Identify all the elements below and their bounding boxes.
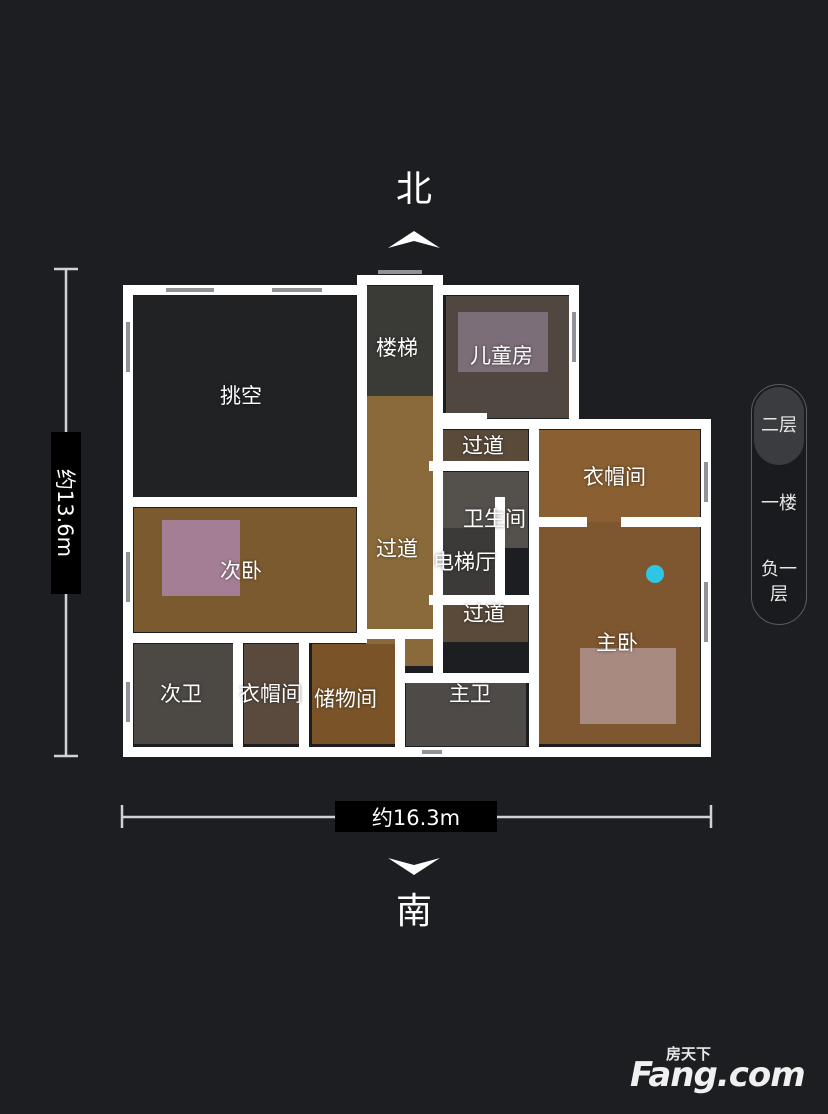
room-fill-corridor-top (440, 430, 528, 466)
north-arrow-icon (388, 231, 440, 248)
room-label-guodao-mid: 过道 (376, 537, 418, 561)
room-fill-storage (312, 644, 398, 744)
master-bed (580, 648, 676, 724)
height-dimension-text: 约13.6m (53, 468, 77, 558)
south-arrow-icon (388, 858, 440, 875)
watermark-big-text: Fang.com (630, 1055, 806, 1095)
watermark-logo: 房天下 Fang.com (630, 1043, 815, 1103)
floor-plan (123, 270, 711, 757)
room-fill-second-bath (134, 644, 238, 744)
room-fill-closet-master (538, 430, 700, 522)
room-fill-tiaokong (134, 296, 356, 498)
room-label-yimaojian-master: 衣帽间 (583, 465, 646, 489)
room-fill-elevator (440, 528, 500, 596)
width-dimension-label: 约16.3m (335, 801, 497, 832)
windows (126, 270, 708, 754)
second-bed (162, 520, 240, 596)
room-label-diantiting: 电梯厅 (433, 550, 496, 574)
north-label: 北 (396, 169, 433, 210)
room-label-guodao-low: 过道 (463, 602, 505, 626)
room-label-guodao-top: 过道 (462, 434, 504, 458)
watermark-small-text: 房天下 (666, 1045, 712, 1063)
floor-switcher: 二层 一楼 负一层 (751, 384, 807, 625)
room-label-chuwujian: 储物间 (314, 687, 377, 711)
room-label-ertongfang: 儿童房 (470, 344, 533, 368)
kids-bed (458, 312, 548, 372)
room-label-zhuwo: 主卧 (596, 631, 638, 655)
room-fill-corridor-low (440, 602, 528, 642)
room-fill-stairs (366, 286, 434, 396)
room-label-zhuwei: 主卫 (449, 682, 491, 706)
room-label-yimaojian-second: 衣帽间 (239, 682, 302, 706)
height-dimension-label: 约13.6m (51, 432, 81, 594)
room-fill-closet-second (244, 644, 302, 744)
room-label-weishengjian: 卫生间 (463, 507, 526, 531)
floor-button-first[interactable]: 一楼 (761, 493, 797, 514)
room-label-ciwei: 次卫 (160, 682, 202, 706)
room-label-louti: 楼梯 (376, 336, 418, 360)
room-label-ciwo: 次卧 (220, 559, 262, 583)
current-position-marker[interactable] (646, 565, 664, 583)
room-fill-master-bath (406, 680, 526, 746)
floor-button-current[interactable]: 二层 (754, 387, 804, 465)
south-label: 南 (396, 891, 433, 932)
room-label-tiaokong: 挑空 (220, 384, 262, 408)
floor-button-basement[interactable]: 负一层 (761, 559, 797, 606)
